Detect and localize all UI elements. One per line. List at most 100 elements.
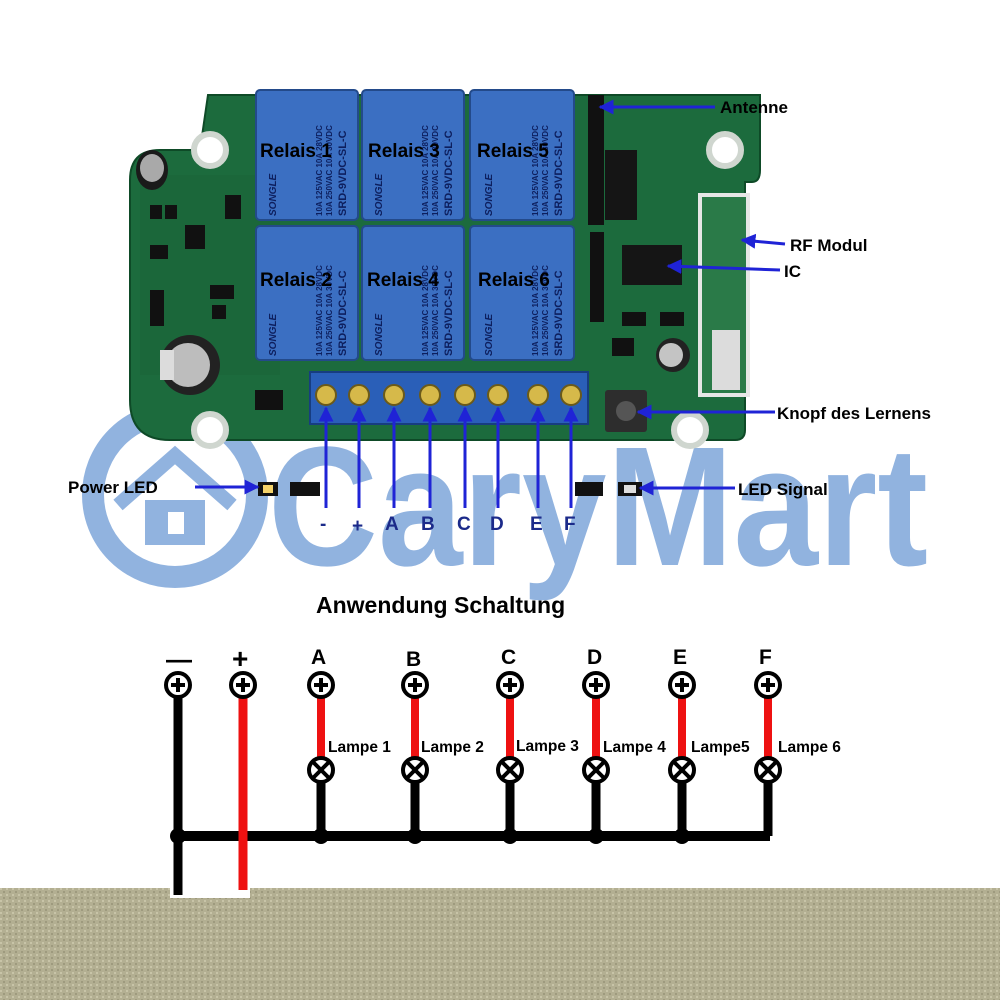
relay-2-rating2: 10A 125VAC 10A 28VDC bbox=[315, 265, 324, 356]
relay-2-model: SRD-9VDC-SL-C bbox=[337, 270, 349, 356]
relay-2-label: Relais 2 bbox=[260, 270, 332, 291]
lamp-2-label: Lampe 2 bbox=[421, 739, 484, 756]
relay-1-rating2: 10A 125VAC 10A 28VDC bbox=[315, 125, 324, 216]
lamp-5-icon bbox=[668, 756, 696, 784]
lamp-6-label: Lampe 6 bbox=[778, 739, 841, 756]
lamp-4-icon bbox=[582, 756, 610, 784]
relay-1-rating1: 10A 250VAC 10A 30VDC bbox=[325, 125, 334, 216]
relay-4-label: Relais 4 bbox=[367, 270, 439, 291]
lamp-2-icon bbox=[401, 756, 429, 784]
relay-5-rating2: 10A 125VAC 10A 28VDC bbox=[531, 125, 540, 216]
relay-2-rating1: 10A 250VAC 10A 30VDC bbox=[325, 265, 334, 356]
callout-rf-modul: RF Modul bbox=[790, 236, 867, 255]
callout-power-led: Power LED bbox=[68, 478, 158, 497]
relay-5-model: SRD-9VDC-SL-C bbox=[553, 130, 565, 216]
callout-knopf: Knopf des Lernens bbox=[777, 404, 931, 423]
watermark-text: CaryMart bbox=[268, 412, 928, 602]
lamp-5-label: Lampe5 bbox=[691, 739, 750, 756]
supply-plus-label: + bbox=[232, 643, 248, 674]
relay-1-brand: SONGLE bbox=[268, 173, 279, 216]
rf-module bbox=[698, 193, 750, 397]
schematic-terminals bbox=[164, 671, 782, 699]
relay-4-rating2: 10A 125VAC 10A 28VDC bbox=[421, 265, 430, 356]
schematic-title: Anwendung Schaltung bbox=[316, 592, 565, 618]
relay-6-label: Relais 6 bbox=[478, 270, 550, 291]
relay-4-model: SRD-9VDC-SL-C bbox=[443, 270, 455, 356]
relay-4 bbox=[361, 225, 465, 361]
terminal-screw-plus bbox=[229, 671, 257, 699]
terminal-screw-b bbox=[401, 671, 429, 699]
relay-3-rating2: 10A 125VAC 10A 28VDC bbox=[421, 125, 430, 216]
lamp-1-label: Lampe 1 bbox=[328, 739, 391, 756]
footer-band bbox=[0, 888, 1000, 1000]
terminal-d: D bbox=[490, 514, 504, 535]
power-led bbox=[258, 482, 320, 496]
channel-e-label: E bbox=[673, 646, 687, 669]
relay-6-rating1: 10A 250VAC 10A 30VDC bbox=[541, 265, 550, 356]
relay-3-rating1: 10A 250VAC 10A 30VDC bbox=[431, 125, 440, 216]
supply-minus-label: — bbox=[166, 644, 192, 674]
relay-5-brand: SONGLE bbox=[484, 173, 495, 216]
relay-5-label: Relais 5 bbox=[477, 141, 549, 162]
signal-led bbox=[575, 482, 642, 496]
callout-led-signal: LED Signal bbox=[738, 480, 828, 499]
terminal-a: A bbox=[385, 514, 399, 535]
relay-3-brand: SONGLE bbox=[374, 173, 385, 216]
terminal-screw-d bbox=[582, 671, 610, 699]
terminal-screw-a bbox=[307, 671, 335, 699]
relay-3-model: SRD-9VDC-SL-C bbox=[443, 130, 455, 216]
callout-antenne: Antenne bbox=[720, 98, 788, 117]
channel-wires bbox=[317, 697, 772, 758]
schematic: Anwendung Schaltung — + A B C D E F bbox=[164, 592, 841, 895]
lamp-1-icon bbox=[307, 756, 335, 784]
relay-4-rating1: 10A 250VAC 10A 30VDC bbox=[431, 265, 440, 356]
relay-6-rating2: 10A 125VAC 10A 28VDC bbox=[531, 265, 540, 356]
lamp-3-icon bbox=[496, 756, 524, 784]
relay-1-model: SRD-9VDC-SL-C bbox=[337, 130, 349, 216]
relay-3 bbox=[361, 89, 465, 221]
relay-3-label: Relais 3 bbox=[368, 141, 440, 162]
channel-a-label: A bbox=[311, 646, 326, 669]
bus-junctions bbox=[313, 828, 690, 844]
learn-button[interactable] bbox=[605, 390, 647, 432]
channel-c-label: C bbox=[501, 646, 516, 669]
callout-ic: IC bbox=[784, 262, 801, 281]
relay-6-model: SRD-9VDC-SL-C bbox=[553, 270, 565, 356]
lamp-6-icon bbox=[754, 756, 782, 784]
terminal-b: B bbox=[421, 514, 435, 535]
terminal-block bbox=[309, 371, 589, 425]
capacitor-large bbox=[160, 335, 220, 395]
relay-grid bbox=[255, 89, 575, 361]
terminal-arrows bbox=[318, 406, 579, 508]
return-wires bbox=[316, 782, 773, 836]
terminal-screw-e bbox=[668, 671, 696, 699]
terminal-screw-f bbox=[754, 671, 782, 699]
relay-6-brand: SONGLE bbox=[484, 313, 495, 356]
relay-5-rating1: 10A 250VAC 10A 30VDC bbox=[541, 125, 550, 216]
lamp-4-label: Lampe 4 bbox=[603, 739, 666, 756]
callout-arrows bbox=[195, 99, 786, 496]
terminal-labels: - + A B C D E F bbox=[320, 514, 576, 537]
channel-f-label: F bbox=[759, 646, 772, 669]
chip-encoder bbox=[605, 150, 637, 220]
relay-4-brand: SONGLE bbox=[374, 313, 385, 356]
capacitor-small bbox=[136, 150, 168, 190]
lamp-3-label: Lampe 3 bbox=[516, 738, 579, 755]
terminal-screw-minus bbox=[164, 671, 192, 699]
terminal-plus: + bbox=[352, 516, 363, 537]
relay-1 bbox=[255, 89, 359, 221]
pin-header bbox=[588, 95, 604, 322]
smd-components bbox=[150, 195, 283, 410]
relay-6 bbox=[469, 225, 575, 361]
relay-2 bbox=[255, 225, 359, 361]
lamps bbox=[307, 756, 782, 784]
capacitor-rf bbox=[656, 338, 690, 372]
relay-board: SRD-9VDC-SL-C SRD-9VDC-SL-C SRD-9VDC-SL-… bbox=[129, 89, 761, 496]
channel-b-label: B bbox=[406, 648, 421, 671]
terminal-f: F bbox=[564, 514, 576, 535]
relay-5 bbox=[469, 89, 575, 221]
terminal-screw-c bbox=[496, 671, 524, 699]
relay-2-brand: SONGLE bbox=[268, 313, 279, 356]
terminal-minus: - bbox=[320, 514, 326, 535]
